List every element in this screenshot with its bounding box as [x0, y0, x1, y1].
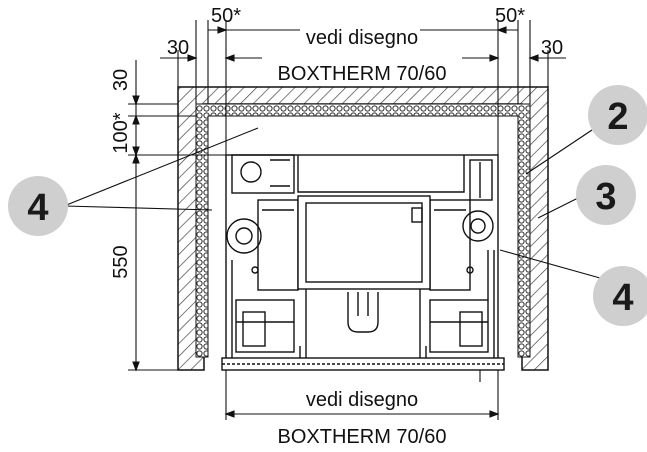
dim-left-insulation: 30	[167, 37, 189, 59]
dim-right-insulation: 30	[541, 37, 563, 59]
insulation-layer	[195, 103, 531, 358]
dim-vertical-height: 550	[110, 245, 132, 278]
dim-bottom-model: BOXTHERM 70/60	[278, 426, 447, 448]
svg-text:4: 4	[27, 187, 48, 229]
callout-leaders	[63, 127, 601, 279]
callout-upper-right: 2	[588, 85, 647, 145]
svg-text:3: 3	[595, 176, 616, 218]
dim-right-gap: 50*	[495, 5, 525, 27]
dim-top-model: BOXTHERM 70/60	[278, 63, 447, 85]
dim-vertical-top: 30	[110, 69, 132, 91]
callout-left: 4	[8, 176, 68, 236]
callout-middle-right: 3	[576, 165, 636, 225]
callout-lower-right: 4	[593, 266, 647, 326]
dimension-lines	[128, 20, 566, 420]
svg-text:4: 4	[612, 277, 633, 319]
fireplace-unit	[221, 154, 505, 371]
dim-left-gap: 50*	[211, 5, 241, 27]
dim-top-width: vedi disegno	[306, 27, 418, 49]
svg-text:2: 2	[607, 96, 628, 138]
dim-bottom-width: vedi disegno	[306, 389, 418, 411]
dim-vertical-gap: 100*	[110, 112, 132, 153]
